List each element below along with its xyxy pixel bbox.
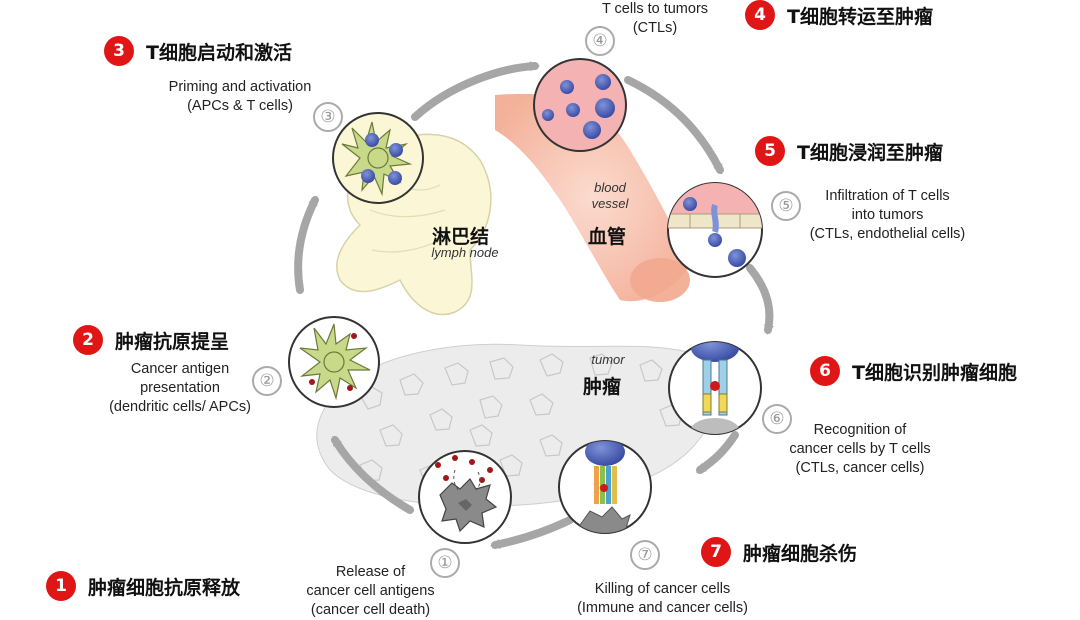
step-7-circle-number: ⑦ xyxy=(630,540,660,570)
step-6-badge: 6 xyxy=(810,356,840,386)
step-3-circle-number: ③ xyxy=(313,102,343,132)
step-6-circle-number: ⑥ xyxy=(762,404,792,434)
step-6-title: 6 T细胞识别肿瘤细胞 xyxy=(810,356,1017,386)
step-4-title-cn: T细胞转运至肿瘤 xyxy=(787,5,933,28)
tumor-cn-label: 肿瘤 xyxy=(583,376,622,398)
step-3-title: 3 T细胞启动和激活 xyxy=(104,36,292,66)
step-5-description: Infiltration of T cells into tumors (CTL… xyxy=(809,188,966,242)
step-2-badge: 2 xyxy=(73,325,103,355)
step-2-title-cn: 肿瘤抗原提呈 xyxy=(115,330,230,353)
step-5-title-cn: T细胞浸润至肿瘤 xyxy=(797,141,943,164)
step-2-title: 2 肿瘤抗原提呈 xyxy=(73,325,229,355)
step-2-circle-number: ② xyxy=(252,366,282,396)
killing-circle xyxy=(558,440,652,534)
step-7-badge: 7 xyxy=(701,537,731,567)
antigen-presentation-circle xyxy=(288,316,380,408)
step-1-title-cn: 肿瘤细胞抗原释放 xyxy=(88,576,241,599)
step-3-badge: 3 xyxy=(104,36,134,66)
blood-vessel xyxy=(495,93,690,302)
step-1-title: 1 肿瘤细胞抗原释放 xyxy=(46,571,240,601)
step-5-badge: 5 xyxy=(755,136,785,166)
step-6-description: Recognition of cancer cells by T cells (… xyxy=(789,422,931,476)
step-7-description: Killing of cancer cells (Immune and canc… xyxy=(577,581,748,616)
t-cells-to-tumors-circle xyxy=(533,58,627,152)
lymph-node-en-label: lymph node xyxy=(431,245,499,260)
step-4-title: 4 T细胞转运至肿瘤 xyxy=(745,0,933,30)
step-1-badge: 1 xyxy=(46,571,76,601)
vessel-label: vessel xyxy=(591,196,629,211)
lymph-node-cn-label: 淋巴结 xyxy=(432,226,490,248)
step-5-title: 5 T细胞浸润至肿瘤 xyxy=(755,136,943,166)
step-3-description: Priming and activation (APCs & T cells) xyxy=(168,79,312,114)
cycle-arrows xyxy=(294,61,774,549)
tumor-en-label: tumor xyxy=(591,352,625,367)
blood-vessel-cn-label: 血管 xyxy=(588,226,627,248)
blood-label: blood xyxy=(594,180,626,195)
step-1-circle-number: ① xyxy=(430,548,460,578)
step-4-description: T cells to tumors (CTLs) xyxy=(601,1,709,36)
priming-activation-circle xyxy=(332,112,424,204)
step-5-circle-number: ⑤ xyxy=(771,191,801,221)
step-4-badge: 4 xyxy=(745,0,775,30)
antigen-release-circle xyxy=(418,450,512,544)
step-6-title-cn: T细胞识别肿瘤细胞 xyxy=(852,361,1017,384)
step-7-title: 7 肿瘤细胞杀伤 xyxy=(701,537,857,567)
step-4-circle-number: ④ xyxy=(585,26,615,56)
step-7-title-cn: 肿瘤细胞杀伤 xyxy=(743,542,858,565)
step-3-title-cn: T细胞启动和激活 xyxy=(146,41,292,64)
step-1-description: Release of cancer cell antigens (cancer … xyxy=(306,564,435,618)
step-2-description: Cancer antigen presentation (dendritic c… xyxy=(109,361,251,415)
recognition-circle xyxy=(668,341,762,435)
infiltration-circle xyxy=(667,182,763,278)
